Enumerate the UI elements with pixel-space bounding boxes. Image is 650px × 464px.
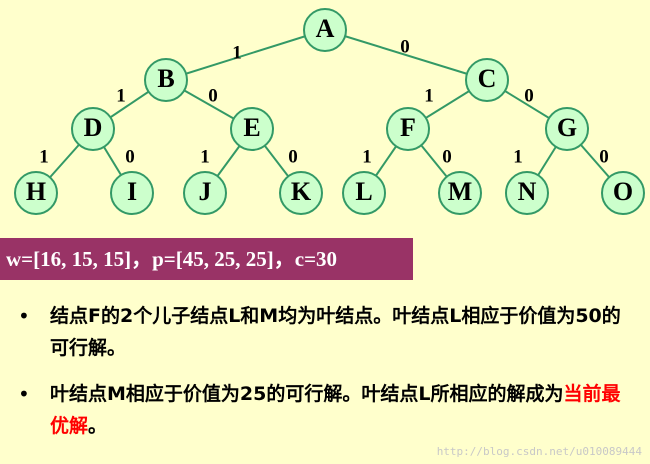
binary-tree-diagram: 1 0 1 0 1 0 1 0 1 0 1 0 1 0 A B C D E F G H I J K L M N O [14, 8, 645, 215]
bullet-item-1: • 结点F的2个儿子结点L和M均为叶结点。叶结点L相应于价值为50的可行解。 [0, 300, 650, 364]
node-circle-N [505, 171, 549, 215]
bullet-2-text-before: 叶结点M相应于价值为25的可行解。叶结点L所相应的解成为 [50, 383, 564, 405]
node-label-H: H [26, 177, 46, 206]
tree-node-D: D [71, 107, 115, 151]
tree-nodes: A B C D E F G H I J K L M N O [14, 8, 645, 215]
tree-edge-labels: 1 0 1 0 1 0 1 0 1 0 1 0 1 0 [39, 36, 609, 167]
node-circle-J [183, 171, 227, 215]
node-circle-M [438, 171, 482, 215]
node-label-I: I [127, 177, 137, 206]
tree-node-H: H [14, 171, 58, 215]
node-label-K: K [291, 177, 312, 206]
node-label-M: M [448, 177, 473, 206]
node-label-N: N [518, 177, 537, 206]
tree-node-B: B [144, 58, 188, 102]
edge-A-B [165, 29, 326, 81]
watermark: http://blog.csdn.net/u010089444 [436, 445, 642, 458]
tree-edges [35, 29, 624, 194]
node-label-J: J [199, 177, 212, 206]
bullet-dot-icon: • [18, 304, 30, 328]
edge-label-A-B: 1 [232, 42, 242, 63]
edge-label-B-D: 1 [116, 85, 126, 106]
edge-label-E-K: 0 [288, 146, 298, 167]
node-circle-L [342, 171, 386, 215]
bullet-2-text-after: 。 [88, 415, 108, 437]
tree-node-N: N [505, 171, 549, 215]
tree-node-K: K [279, 171, 323, 215]
current-optimal-solution-highlight: 当前最优解 [50, 383, 621, 437]
edge-label-F-M: 0 [442, 146, 452, 167]
node-circle-D [71, 107, 115, 151]
edge-label-G-N: 1 [513, 146, 523, 167]
node-circle-A [303, 8, 347, 52]
edge-label-D-H: 1 [39, 146, 49, 167]
node-label-O: O [613, 177, 633, 206]
tree-node-M: M [438, 171, 482, 215]
tree-node-G: G [545, 107, 589, 151]
node-circle-E [230, 107, 274, 151]
node-circle-O [601, 171, 645, 215]
node-label-A: A [316, 14, 335, 43]
bullet-text-2: 叶结点M相应于价值为25的可行解。叶结点L所相应的解成为当前最优解。 [50, 378, 630, 442]
node-circle-K [279, 171, 323, 215]
parameter-formula-bar: w=[16, 15, 15]，p=[45, 25, 25]，c=30 [0, 238, 413, 280]
bullet-text-1: 结点F的2个儿子结点L和M均为叶结点。叶结点L相应于价值为50的可行解。 [50, 300, 630, 364]
bullet-dot-icon: • [18, 382, 30, 406]
tree-node-E: E [230, 107, 274, 151]
edge-label-F-L: 1 [362, 146, 372, 167]
edge-label-C-F: 1 [424, 85, 434, 106]
node-label-G: G [557, 113, 577, 142]
node-label-E: E [243, 113, 260, 142]
node-label-L: L [355, 177, 372, 206]
edge-label-B-E: 0 [208, 85, 218, 106]
edge-label-E-J: 1 [200, 146, 210, 167]
node-circle-G [545, 107, 589, 151]
bullet-list: • 结点F的2个儿子结点L和M均为叶结点。叶结点L相应于价值为50的可行解。 •… [0, 300, 650, 456]
tree-node-C: C [465, 58, 509, 102]
node-label-F: F [400, 113, 416, 142]
node-circle-H [14, 171, 58, 215]
parameter-formula-text: w=[16, 15, 15]，p=[45, 25, 25]，c=30 [6, 247, 338, 271]
node-circle-F [386, 107, 430, 151]
tree-node-I: I [110, 171, 154, 215]
tree-node-O: O [601, 171, 645, 215]
tree-node-F: F [386, 107, 430, 151]
node-label-D: D [84, 113, 103, 142]
node-circle-B [144, 58, 188, 102]
edge-A-C [324, 29, 488, 81]
edge-label-C-G: 0 [524, 85, 534, 106]
edge-label-G-O: 0 [599, 146, 609, 167]
node-circle-I [110, 171, 154, 215]
node-circle-C [465, 58, 509, 102]
bullet-1-text: 结点F的2个儿子结点L和M均为叶结点。叶结点L相应于价值为50的可行解。 [50, 305, 621, 359]
bullet-item-2: • 叶结点M相应于价值为25的可行解。叶结点L所相应的解成为当前最优解。 [0, 378, 650, 442]
node-label-C: C [478, 64, 497, 93]
node-label-B: B [157, 64, 174, 93]
edge-label-A-C: 0 [400, 36, 410, 57]
tree-node-L: L [342, 171, 386, 215]
tree-node-J: J [183, 171, 227, 215]
edge-label-D-I: 0 [125, 146, 135, 167]
tree-node-A: A [303, 8, 347, 52]
